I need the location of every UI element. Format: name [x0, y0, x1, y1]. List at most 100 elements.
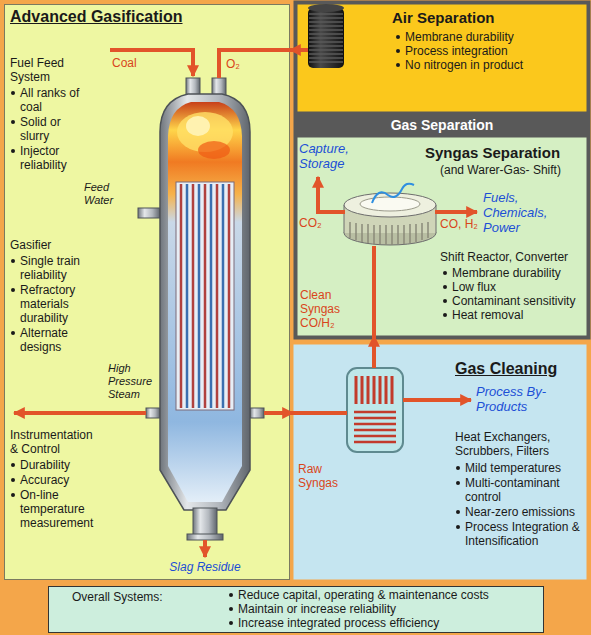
bullet-dot: [396, 49, 400, 53]
bullet-item: Alternate designs: [20, 326, 95, 354]
edge-label: O₂: [226, 57, 240, 71]
bullet-item: Heat removal: [452, 308, 582, 322]
panel-fill: [294, 345, 587, 580]
flow-connector: [290, 411, 293, 415]
bullet-dot: [11, 259, 15, 263]
syngas-separation-unit: [360, 197, 420, 211]
bullet-dot: [443, 313, 447, 317]
bullet-dot: [456, 481, 460, 485]
bullet-dot: [396, 35, 400, 39]
syngas-separation-unit: [372, 184, 414, 203]
gasifier-vessel: [138, 78, 264, 540]
flow-arrow: [435, 210, 477, 214]
section-heading: Fuel Feed System: [10, 56, 95, 84]
air-separation-panel: Air SeparationMembrane durabilityProcess…: [297, 4, 587, 112]
section-heading: Heat Exchangers, Scrubbers, Filters: [455, 430, 583, 458]
bullet-item: Maintain or increase reliability: [238, 602, 538, 616]
gasifier-vessel: [176, 182, 234, 410]
panel-heading: Advanced Gasification: [10, 7, 230, 26]
air-separation-membrane: [308, 4, 344, 68]
section-heading: Shift Reactor, Converter: [440, 250, 585, 264]
flow-arrow: [110, 50, 193, 76]
gasifier-vessel: [168, 102, 242, 502]
bullet-item: Process Integration & Intensification: [465, 520, 583, 548]
flow-connector: [372, 336, 376, 344]
flow-arrow: [372, 246, 376, 336]
bullet-dot: [456, 525, 460, 529]
bullet-item: Membrane durability: [405, 30, 583, 44]
syngas-separation-unit: [350, 222, 428, 245]
flow-label: Coal: [112, 56, 137, 70]
flow-label: Fuels, Chemicals, Power: [483, 190, 565, 235]
air-separation-membrane: [309, 14, 343, 62]
flow-arrow: [297, 48, 308, 52]
gasifier-vessel: [187, 184, 223, 408]
panel-subheading: (and Warer-Gas- Shift): [440, 163, 585, 177]
overall-systems-box: Overall Systems:Reduce capital, operatin…: [48, 586, 544, 633]
bullet-dot: [443, 299, 447, 303]
flow-arrow: [293, 411, 347, 415]
flow-label: Slag Residue: [160, 560, 250, 574]
section-heading: Overall Systems:: [72, 590, 222, 604]
gasifier-vessel: [186, 116, 210, 136]
bullet-dot: [229, 607, 233, 611]
bullet-item: Refractory materials durability: [20, 283, 95, 325]
bullet-item: Durability: [20, 458, 105, 472]
bullet-item: Contaminant sensitivity: [452, 294, 582, 308]
bullet-item: Single train reliability: [20, 254, 95, 282]
panel-heading: Air Separation: [392, 9, 582, 27]
panel-fill: [294, 1, 591, 340]
frame-heading: Gas Separation: [297, 117, 587, 133]
bullet-dot: [11, 478, 15, 482]
flow-arrow: [372, 344, 376, 368]
flow-label: CO, H₂: [440, 217, 478, 231]
bullet-dot: [11, 91, 15, 95]
section-heading: Gasifier: [10, 238, 110, 252]
bullet-dot: [443, 271, 447, 275]
flow-arrow: [203, 540, 207, 557]
bullet-item: Mild temperatures: [465, 461, 583, 475]
bullet-dot: [456, 466, 460, 470]
gas-cleaning-panel: Gas CleaningHeat Exchangers, Scrubbers, …: [293, 344, 587, 580]
bullet-dot: [396, 63, 400, 67]
gasifier-vessel: [146, 408, 160, 418]
bullet-item: Multi-contaminant control: [465, 476, 583, 504]
edge-label: Raw Syngas: [298, 462, 344, 490]
bullet-dot: [11, 331, 15, 335]
flow-label: High Pressure Steam: [108, 362, 158, 401]
flow-arrow: [403, 398, 471, 402]
bullet-item: No nitrogen in product: [405, 58, 583, 72]
panel-fill: [49, 587, 544, 633]
bullet-item: Injector reliability: [20, 144, 80, 172]
bullet-dot: [229, 593, 233, 597]
flow-label: Capture, Storage: [299, 141, 359, 171]
bullet-dot: [11, 493, 15, 497]
gasifier-vessel: [138, 208, 160, 218]
bullet-item: Solid or slurry: [20, 115, 80, 143]
panel-heading: Gas Cleaning: [455, 359, 585, 378]
bullet-dot: [443, 285, 447, 289]
gas-cleaning-unit: [347, 368, 403, 452]
air-separation-membrane: [308, 8, 344, 68]
bullet-item: Membrane durability: [452, 266, 582, 280]
gasifier-vessel: [181, 184, 229, 408]
bullet-dot: [11, 463, 15, 467]
gas-cleaning-unit: [356, 376, 392, 404]
gas-cleaning-unit: [347, 368, 403, 452]
bullet-item: Low flux: [452, 280, 582, 294]
gasification-panel: Advanced GasificationFuel Feed SystemAll…: [4, 4, 290, 580]
panel-fill: [5, 5, 290, 580]
bullet-dot: [11, 149, 15, 153]
flow-label: Process By-Products: [476, 384, 568, 414]
edge-label: Clean Syngas CO/H₂: [300, 288, 350, 330]
bullet-item: Increase integrated process efficiency: [238, 616, 538, 630]
gasifier-vessel: [198, 141, 230, 159]
bullet-item: On-line temperature measurement: [20, 488, 105, 530]
flow-arrow: [264, 411, 290, 415]
bullet-item: Accuracy: [20, 473, 105, 487]
flow-connector: [290, 48, 297, 52]
bullet-dot: [11, 288, 15, 292]
flow-arrow: [318, 177, 345, 212]
panel-heading: Syngas Separation: [425, 144, 583, 162]
